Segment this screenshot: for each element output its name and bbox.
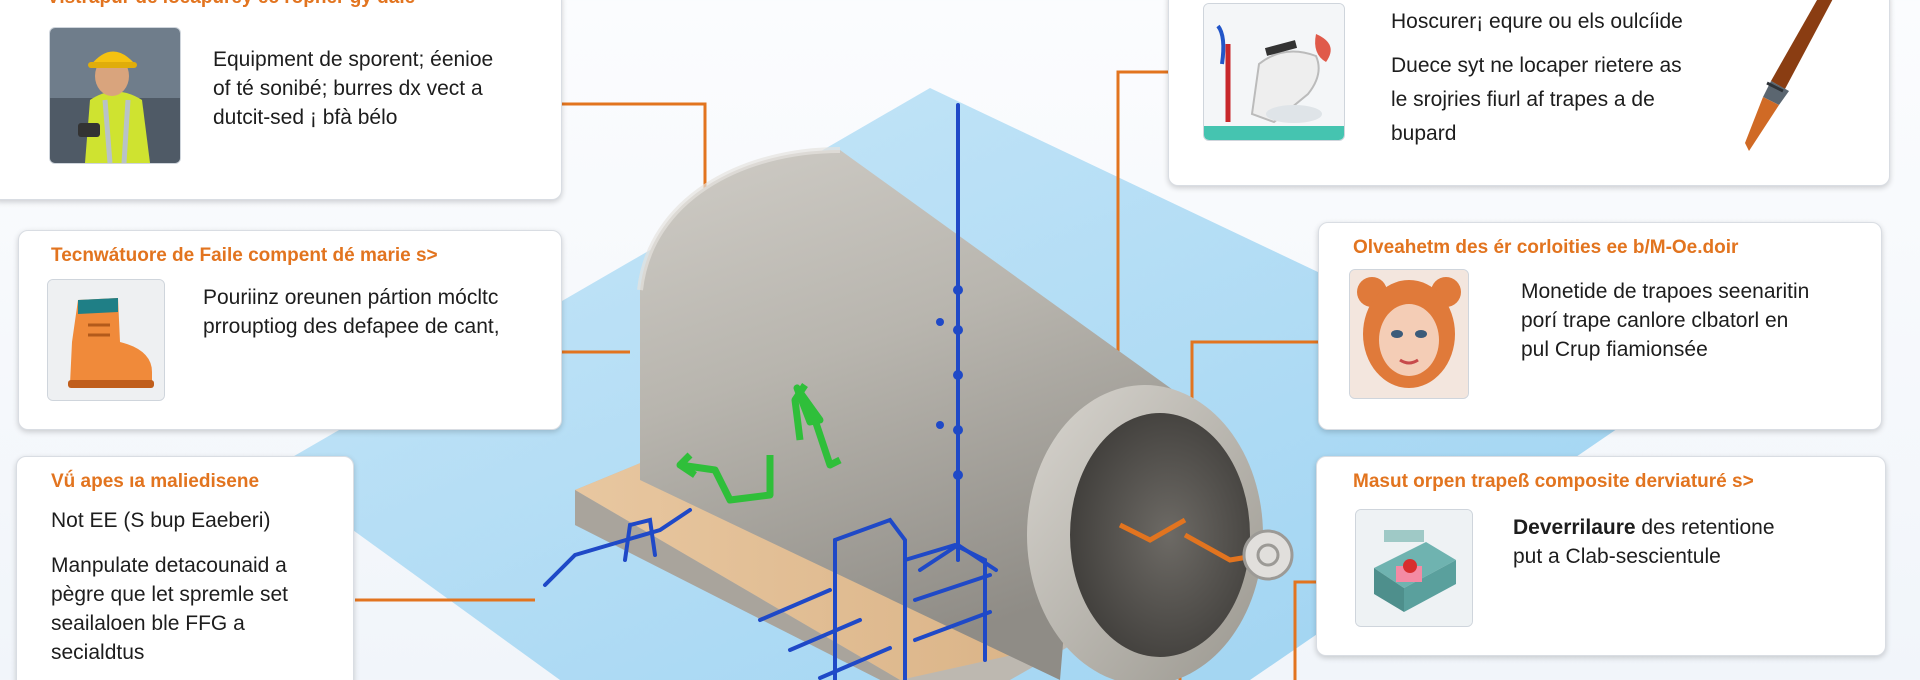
composite-card-text: Deverrilaure des retentione put a Clab-s… — [1513, 516, 1775, 568]
boot-card-title: Tecnwátuore de Faile compent dé marie s> — [51, 245, 438, 266]
blue-pipework — [543, 103, 998, 680]
maintenance-card-title: Vǘ apes ıa maliedisene — [51, 471, 260, 492]
plumbing-info-card: Hoscurer¡ equre ou els oulcíide Duece sy… — [1168, 0, 1890, 186]
maintenance-card-text: Manpulate detacounaid a pègre que let sp… — [51, 554, 288, 664]
worker-hardhat-icon — [49, 27, 181, 164]
maintenance-info-card: Vǘ apes ıa maliedisene Not EE (S bup Eae… — [16, 456, 354, 680]
face-info-card: Olveahetm des ér corloities ee b/M-Oe.do… — [1318, 222, 1882, 430]
boot-card-text: Pouriinz oreunen pártion mócltc prroupti… — [203, 286, 500, 338]
face-card-text: Monetide de trapoes seenaritin porí trap… — [1521, 280, 1810, 361]
maintenance-card-subtitle: Not EE (S bup Eaeberi) — [51, 509, 271, 532]
plumbing-card-text: Hoscurer¡ equre ou els oulcíide Duece sy… — [1391, 10, 1683, 145]
composite-bold-word: Deverrilaure — [1513, 516, 1636, 539]
worker-card-title: Vistrapur de loeapurey ec ropner gy dale — [47, 0, 415, 9]
plumbing-detail-icon — [1203, 3, 1345, 141]
face-card-title: Olveahetm des ér corloities ee b/M-Oe.do… — [1353, 237, 1739, 258]
boot-info-card: Tecnwátuore de Faile compent dé marie s>… — [18, 230, 562, 430]
composite-info-card: Masut orpen trapeß composite derviaturé … — [1316, 456, 1886, 656]
safety-boot-icon — [47, 279, 165, 401]
blue-valve-nodes — [936, 285, 963, 480]
drain-outlet-disc — [1242, 529, 1294, 581]
worker-card-text: Equipment de sporent; éenioe of té sonib… — [213, 48, 494, 129]
chisel-tool-icon — [1745, 0, 1833, 151]
flow-arrows — [676, 383, 842, 504]
composite-card-title: Masut orpen trapeß composite derviaturé … — [1353, 471, 1754, 492]
worker-info-card: Vistrapur de loeapurey ec ropner gy dale… — [0, 0, 562, 200]
face-portrait-icon — [1349, 269, 1469, 399]
composite-block-icon — [1355, 509, 1473, 627]
